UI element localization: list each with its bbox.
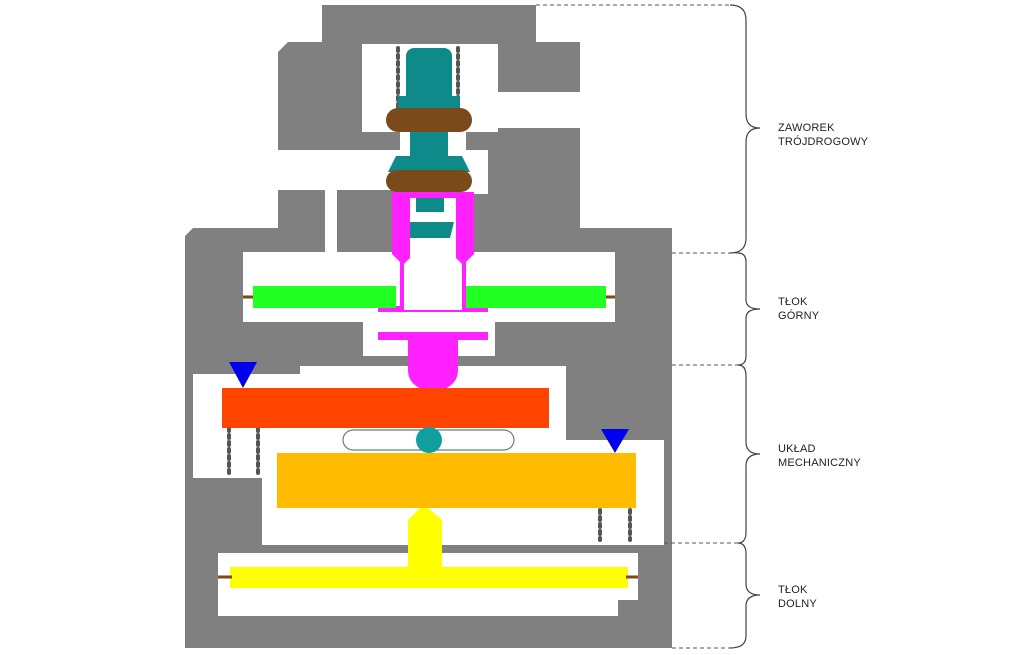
upper-plate	[222, 388, 549, 428]
brace-upper-piston	[737, 252, 761, 366]
o-rings	[386, 108, 472, 192]
brace-valve	[729, 4, 761, 254]
piston-rod-window	[378, 312, 488, 332]
upper-piston-plate-left	[253, 286, 396, 308]
lower-plate	[277, 453, 636, 508]
brace-lower-piston	[729, 542, 761, 649]
valve-stem-neck	[410, 128, 448, 156]
valve-side-port-right	[498, 92, 580, 128]
piston-rod	[378, 192, 488, 392]
label-lower-piston: TŁOK DOLNY	[778, 583, 817, 611]
ball	[416, 427, 442, 453]
marker-upper-left	[229, 362, 257, 388]
label-upper-piston-line1: TŁOK	[778, 296, 808, 308]
lower-piston-rod	[408, 508, 442, 568]
valve-stem	[388, 48, 470, 238]
label-mechanism-line2: MECHANICZNY	[778, 457, 861, 469]
valve-stem-flare	[388, 156, 470, 172]
label-mechanism-line1: UKŁAD	[778, 443, 816, 455]
valve-channel-left	[325, 190, 337, 254]
upper-piston-plate-right	[466, 286, 606, 308]
lower-piston	[218, 508, 638, 588]
label-lower-piston-line1: TŁOK	[778, 584, 808, 596]
brace-mechanism	[737, 364, 761, 544]
piston-rod-tip	[408, 340, 458, 392]
label-valve: ZAWOREK TRÓJDROGOWY	[778, 121, 868, 149]
leader-lines	[536, 4, 738, 649]
label-mechanism: UKŁAD MECHANICZNY	[778, 442, 861, 470]
label-valve-line1: ZAWOREK	[778, 122, 835, 134]
marker-right	[601, 429, 629, 453]
piston-rod-body	[378, 192, 488, 340]
valve-side-port-left	[278, 150, 400, 190]
label-upper-piston-line2: GÓRNY	[778, 310, 820, 322]
label-lower-piston-line2: DOLNY	[778, 598, 817, 610]
lower-piston-plate	[230, 567, 628, 588]
braces	[729, 4, 761, 649]
label-valve-line2: TRÓJDROGOWY	[778, 136, 869, 148]
valve-stem-foot	[404, 222, 454, 238]
label-upper-piston: TŁOK GÓRNY	[778, 295, 819, 323]
upper-piston	[243, 286, 615, 308]
o-ring-upper	[386, 108, 472, 132]
o-ring-lower	[386, 170, 472, 192]
mechanism	[222, 362, 636, 542]
